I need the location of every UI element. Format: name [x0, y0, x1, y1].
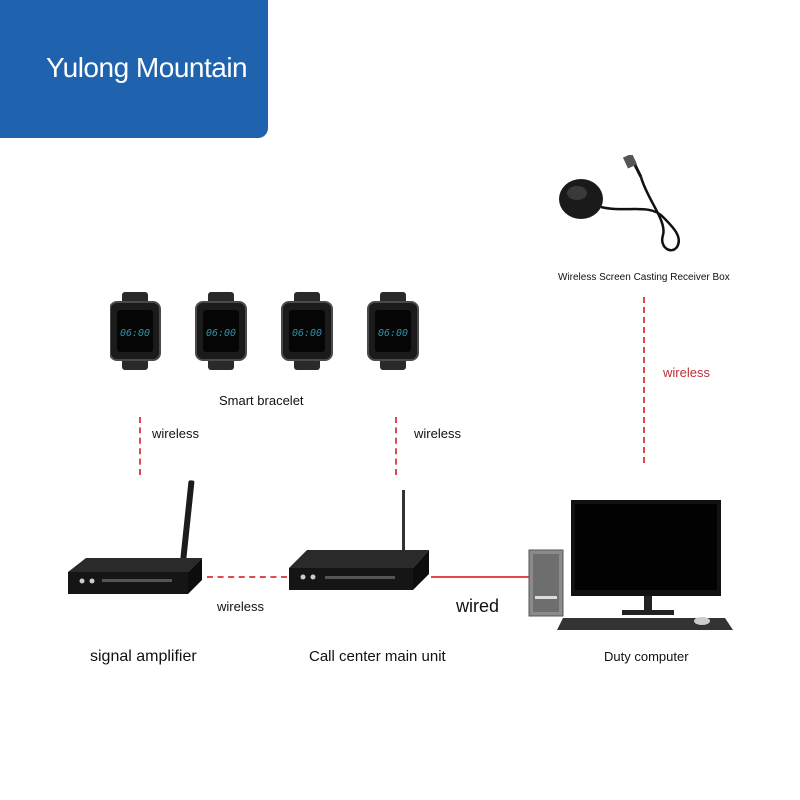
mainunit-computer-link-label: wired — [456, 596, 500, 616]
smartwatch-icon: 06:00 — [110, 292, 161, 370]
svg-text:06:00: 06:00 — [378, 328, 408, 339]
brand-title: Yulong Mountain — [46, 52, 248, 83]
smart-bracelet-label: Smart bracelet — [219, 393, 304, 408]
receiver-link-line — [643, 297, 645, 463]
svg-text:06:00: 06:00 — [292, 328, 322, 339]
computer-label: Duty computer — [604, 649, 689, 664]
amplifier-mainunit-line — [207, 576, 287, 578]
smartwatch-icon: 06:00 — [367, 292, 419, 370]
bracelet-mainunit-line — [395, 417, 397, 475]
smartwatch-icon: 06:00 — [281, 292, 333, 370]
receiver-box-label: Wireless Screen Casting Receiver Box — [558, 272, 730, 283]
receiver-box-icon — [555, 155, 695, 265]
amplifier-label: signal amplifier — [90, 648, 197, 665]
desktop-computer-icon — [527, 500, 742, 635]
svg-text:06:00: 06:00 — [206, 328, 236, 339]
bracelet-amplifier-link-label: wireless — [152, 426, 199, 441]
bracelet-amplifier-line — [139, 417, 141, 475]
amplifier-mainunit-link-label: wireless — [217, 599, 264, 614]
bracelet-mainunit-link-label: wireless — [414, 426, 461, 441]
smart-bracelet-group: 06:00 06:00 06:00 06:00 — [110, 292, 430, 370]
router-icon — [285, 490, 435, 595]
router-icon — [62, 478, 207, 598]
receiver-link-label: wireless — [663, 365, 710, 380]
smartwatch-icon: 06:00 — [195, 292, 247, 370]
svg-text:06:00: 06:00 — [120, 328, 150, 339]
mainunit-computer-line — [431, 576, 529, 578]
main-unit-label: Call center main unit — [309, 648, 446, 665]
brand-header: Yulong Mountain — [0, 0, 268, 138]
